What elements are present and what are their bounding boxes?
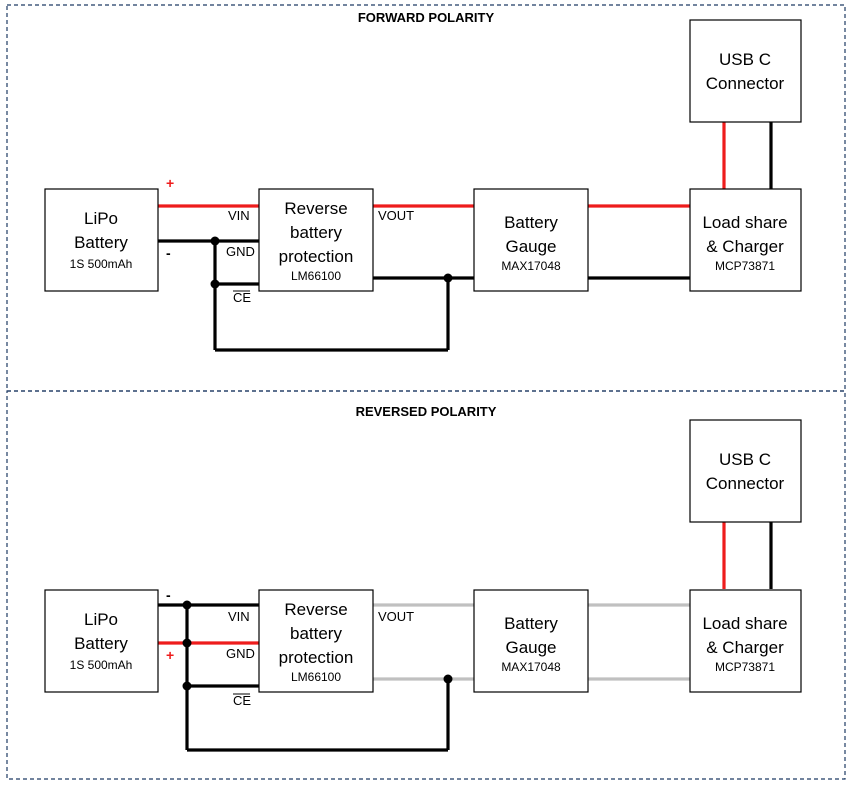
forward-protection-line1: Reverse — [284, 199, 347, 218]
reversed-title: REVERSED POLARITY — [356, 404, 497, 419]
reversed-protection-line1: Reverse — [284, 600, 347, 619]
forward-charger-line1: Load share — [702, 213, 787, 232]
reversed-usb-line1: USB C — [719, 450, 771, 469]
forward-protection-line3: protection — [279, 247, 354, 266]
reversed-protection-line2: battery — [290, 624, 342, 643]
reversed-protection-line3: protection — [279, 648, 354, 667]
reversed-battery-spec: 1S 500mAh — [70, 658, 133, 672]
forward-wires — [158, 122, 773, 352]
forward-protection-line2: battery — [290, 223, 342, 242]
reversed-gauge-line2: Gauge — [505, 638, 556, 657]
forward-gauge-box — [473, 188, 589, 292]
forward-pin-gnd: GND — [226, 244, 255, 259]
reversed-gauge-line1: Battery — [504, 614, 558, 633]
reversed-junction-mid — [182, 638, 192, 648]
reversed-protection-box — [258, 589, 374, 693]
forward-pin-vin: VIN — [228, 208, 250, 223]
reversed-charger-line2: & Charger — [706, 638, 784, 657]
forward-title: FORWARD POLARITY — [358, 10, 495, 25]
reversed-wires — [158, 522, 773, 752]
forward-pin-vout: VOUT — [378, 208, 414, 223]
reversed-gauge-box — [473, 589, 589, 693]
reversed-charger-part: MCP73871 — [715, 660, 775, 674]
forward-usb-box — [689, 19, 802, 123]
forward-junction-gnd — [210, 236, 220, 246]
forward-charger-line2: & Charger — [706, 237, 784, 256]
forward-junction-out — [443, 273, 453, 283]
forward-usb-line1: USB C — [719, 50, 771, 69]
forward-protection-box — [258, 188, 374, 292]
forward-battery-line1: LiPo — [84, 209, 118, 228]
forward-battery-spec: 1S 500mAh — [70, 257, 133, 271]
reversed-charger-box — [689, 589, 802, 693]
forward-usb-line2: Connector — [706, 74, 785, 93]
reversed-junction-out — [443, 674, 453, 684]
reversed-pin-gnd: GND — [226, 646, 255, 661]
forward-battery-line2: Battery — [74, 233, 128, 252]
forward-sign-bottom: - — [166, 245, 171, 261]
forward-gauge-line2: Gauge — [505, 237, 556, 256]
reversed-usb-box — [689, 419, 802, 523]
forward-charger-part: MCP73871 — [715, 259, 775, 273]
reversed-gauge-part: MAX17048 — [501, 660, 561, 674]
forward-junction-ce — [210, 279, 220, 289]
reversed-usb-line2: Connector — [706, 474, 785, 493]
reversed-junction-top — [182, 600, 192, 610]
reversed-charger-line1: Load share — [702, 614, 787, 633]
reversed-protection-part: LM66100 — [291, 670, 341, 684]
forward-protection-part: LM66100 — [291, 269, 341, 283]
forward-sign-top: + — [166, 175, 174, 191]
reversed-sign-top: - — [166, 587, 171, 603]
forward-panel-frame — [6, 4, 846, 392]
reversed-battery-line1: LiPo — [84, 610, 118, 629]
forward-gauge-part: MAX17048 — [501, 259, 561, 273]
reversed-battery-line2: Battery — [74, 634, 128, 653]
forward-gauge-line1: Battery — [504, 213, 558, 232]
forward-pin-ce: CE — [233, 290, 251, 305]
reversed-pin-vin: VIN — [228, 609, 250, 624]
forward-charger-box — [689, 188, 802, 292]
forward-battery-box — [44, 188, 159, 292]
reversed-panel-frame — [6, 390, 846, 780]
reversed-sign-bottom: + — [166, 647, 174, 663]
reversed-pin-ce: CE — [233, 693, 251, 708]
reversed-battery-box — [44, 589, 159, 693]
reversed-junction-ce — [182, 681, 192, 691]
reversed-pin-vout: VOUT — [378, 609, 414, 624]
